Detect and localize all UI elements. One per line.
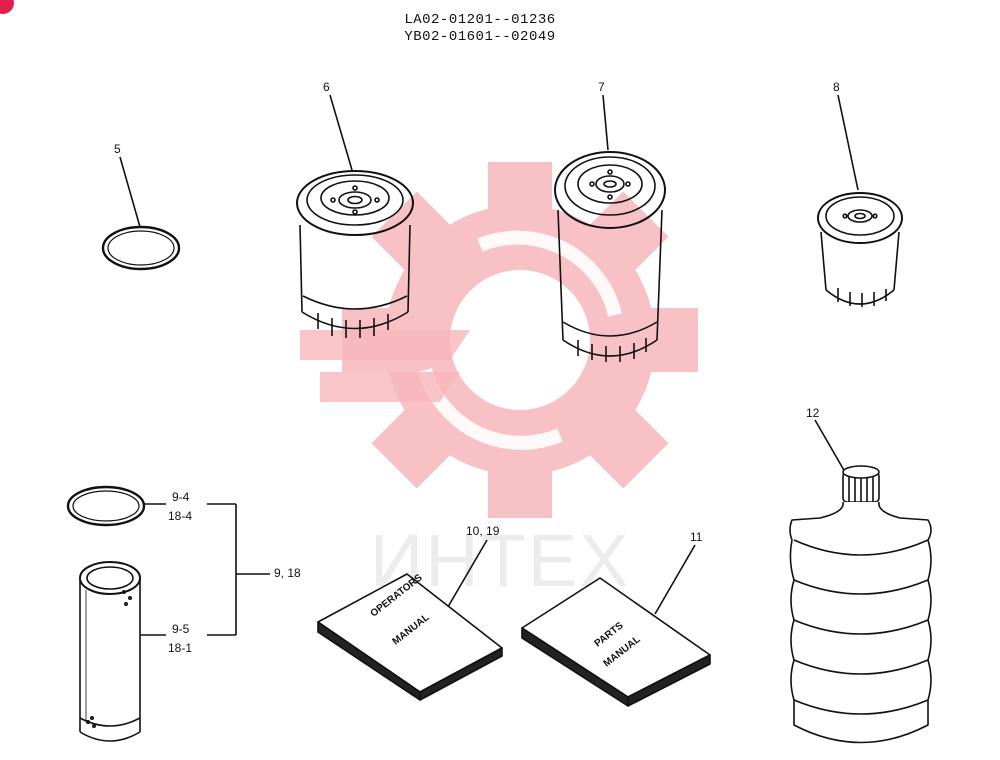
filter-element-9-18: [66, 485, 270, 742]
callout-10-19: 10, 19: [466, 524, 500, 538]
serial-range-2: YB02-01601--02049: [404, 29, 556, 45]
callout-9-18: 9, 18: [274, 566, 301, 580]
corner-badge: [0, 0, 14, 14]
callout-5: 5: [114, 142, 121, 156]
operators-manual-10-19: [317, 539, 503, 701]
callout-12: 12: [806, 406, 820, 420]
callout-18-1: 18-1: [168, 641, 193, 655]
filter-8: [817, 94, 903, 307]
callout-8: 8: [833, 80, 840, 94]
bottle-12: [789, 419, 932, 744]
callout-6: 6: [323, 80, 330, 94]
oil-filter-6: [296, 94, 414, 338]
serial-range-1: LA02-01201--01236: [404, 12, 556, 28]
callout-9-5: 9-5: [172, 622, 190, 636]
filter-7: [554, 94, 666, 362]
parts-manual-11: [521, 544, 711, 707]
callout-18-4: 18-4: [168, 509, 193, 523]
callout-9-4: 9-4: [172, 490, 190, 504]
callout-11: 11: [690, 530, 703, 544]
callout-7: 7: [598, 80, 605, 94]
o-ring-5: [101, 156, 181, 271]
